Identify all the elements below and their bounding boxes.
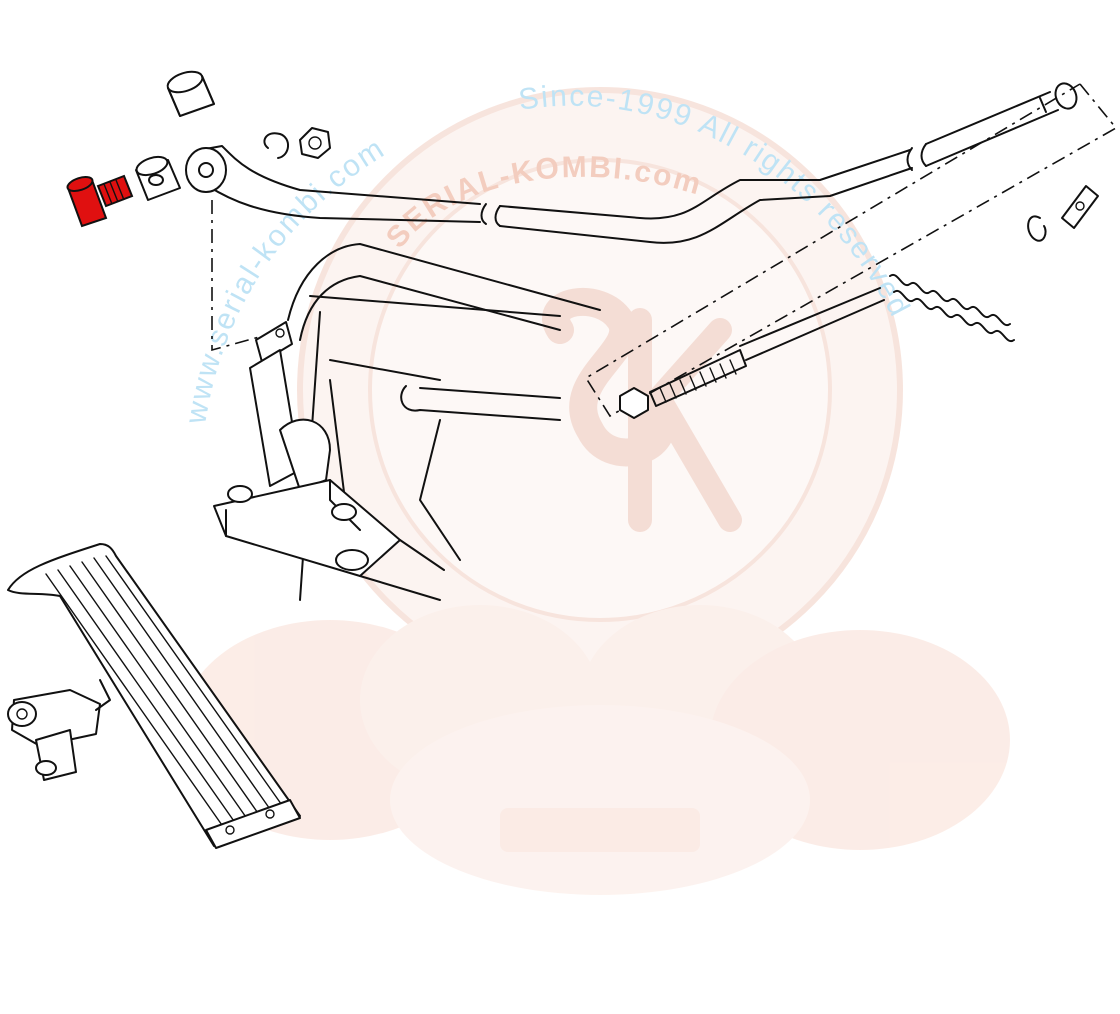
- spacer-sleeve: [135, 155, 181, 201]
- pivot-bolt-highlighted: [66, 174, 134, 228]
- return-spring: [889, 273, 1015, 343]
- chassis-housing: [287, 243, 601, 601]
- accelerator-pedal: [7, 543, 301, 849]
- spring-clip: [1027, 215, 1047, 242]
- lock-nut: [299, 127, 331, 159]
- accelerator-shaft: [185, 82, 1078, 244]
- pedal-hinge: [7, 679, 111, 781]
- assembly-guide-lines: [211, 83, 1118, 418]
- pedal-mount-bracket: [213, 321, 445, 601]
- rod-end-connector: [1061, 185, 1099, 229]
- threaded-rod: [619, 287, 885, 419]
- bushing: [166, 70, 215, 117]
- circlip: [263, 132, 289, 159]
